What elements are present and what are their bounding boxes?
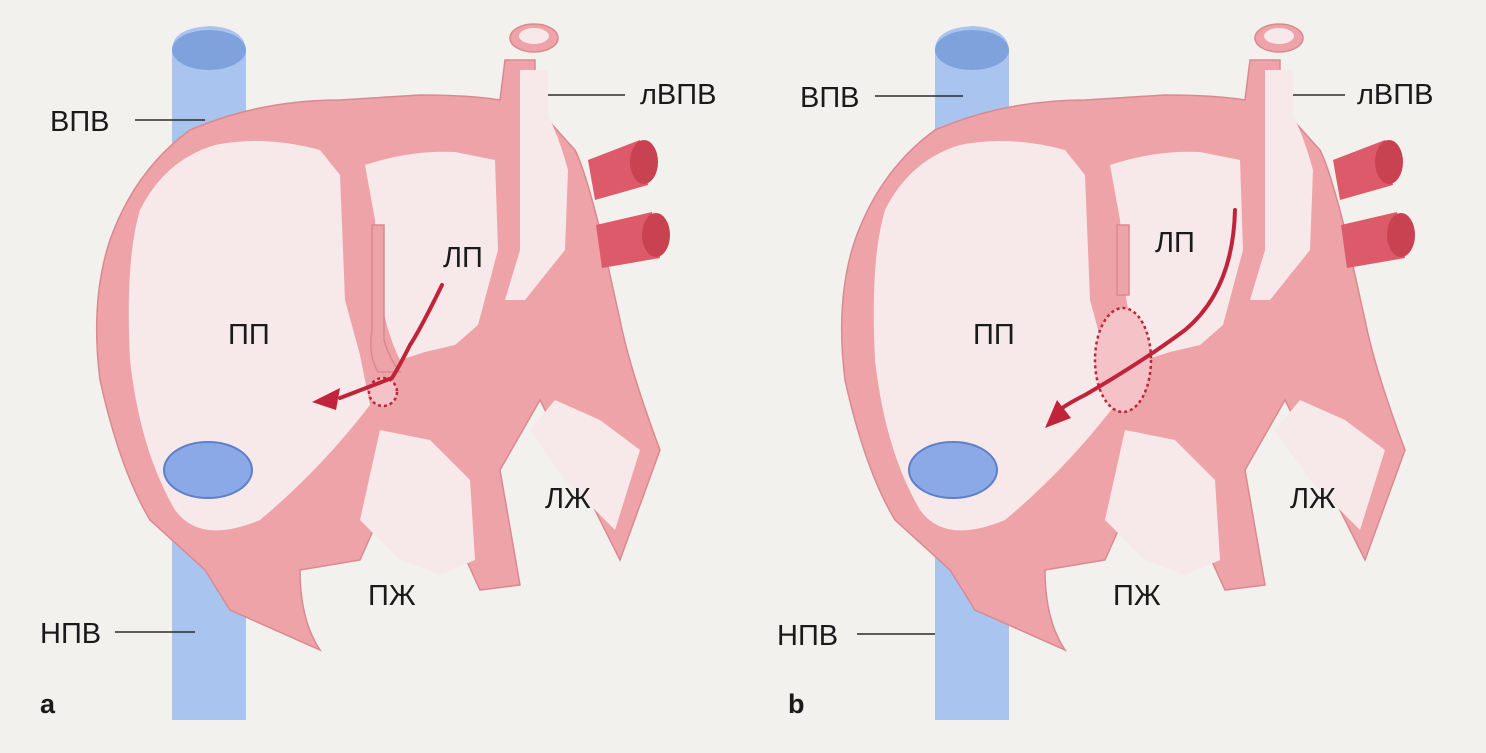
label-ra-a: ПП: [228, 319, 270, 351]
label-ivc-b: НПВ: [777, 620, 838, 652]
coronary-sinus-ostium: [163, 441, 253, 499]
left-atrium-cavity: [365, 151, 498, 360]
left-ventricle-cavity: [530, 400, 640, 530]
panel-letter-a: a: [40, 689, 56, 719]
label-ra-b: ПП: [973, 319, 1015, 351]
pulmonary-veins: [1333, 140, 1415, 268]
flow-arrow-a: [338, 283, 444, 400]
label-lsvc-a: лВПВ: [640, 79, 716, 111]
label-la-a: ЛП: [443, 242, 483, 274]
left-ventricle-cavity: [1275, 400, 1385, 530]
right-ventricle-cavity: [360, 430, 475, 575]
atrial-defect-large: [1093, 306, 1153, 414]
panel-letter-b: b: [788, 689, 805, 719]
panel-a: ВПВ лВПВ ЛП ПП ЛЖ ПЖ НПВ a: [40, 23, 716, 720]
label-rv-a: ПЖ: [368, 580, 416, 612]
interatrial-septum-remnant: [1116, 224, 1130, 296]
label-lsvc-b: лВПВ: [1357, 79, 1433, 111]
flow-arrowhead-b: [1045, 400, 1071, 428]
coronary-sinus-ostium: [908, 441, 998, 499]
right-atrium-cavity: [128, 141, 370, 531]
interatrial-septum: [370, 224, 402, 373]
label-lv-b: ЛЖ: [1290, 483, 1336, 515]
left-atrium-cavity: [1110, 151, 1243, 360]
lsvc-lumen: [505, 70, 568, 300]
label-svc-b: ВПВ: [800, 82, 860, 114]
label-svc-a: ВПВ: [50, 106, 110, 138]
flow-arrow-b: [1055, 208, 1237, 414]
right-atrium-cavity: [873, 141, 1115, 531]
right-ventricle-cavity: [1105, 430, 1220, 575]
flow-arrowhead-a: [312, 388, 340, 410]
label-ivc-a: НПВ: [40, 618, 101, 650]
pulmonary-veins: [588, 140, 670, 268]
label-rv-b: ПЖ: [1113, 580, 1161, 612]
label-la-b: ЛП: [1155, 227, 1195, 259]
label-lv-a: ЛЖ: [545, 483, 591, 515]
lsvc-lumen: [1250, 70, 1313, 300]
panel-b: ВПВ лВПВ ЛП ПП ЛЖ ПЖ НПВ b: [777, 23, 1433, 720]
